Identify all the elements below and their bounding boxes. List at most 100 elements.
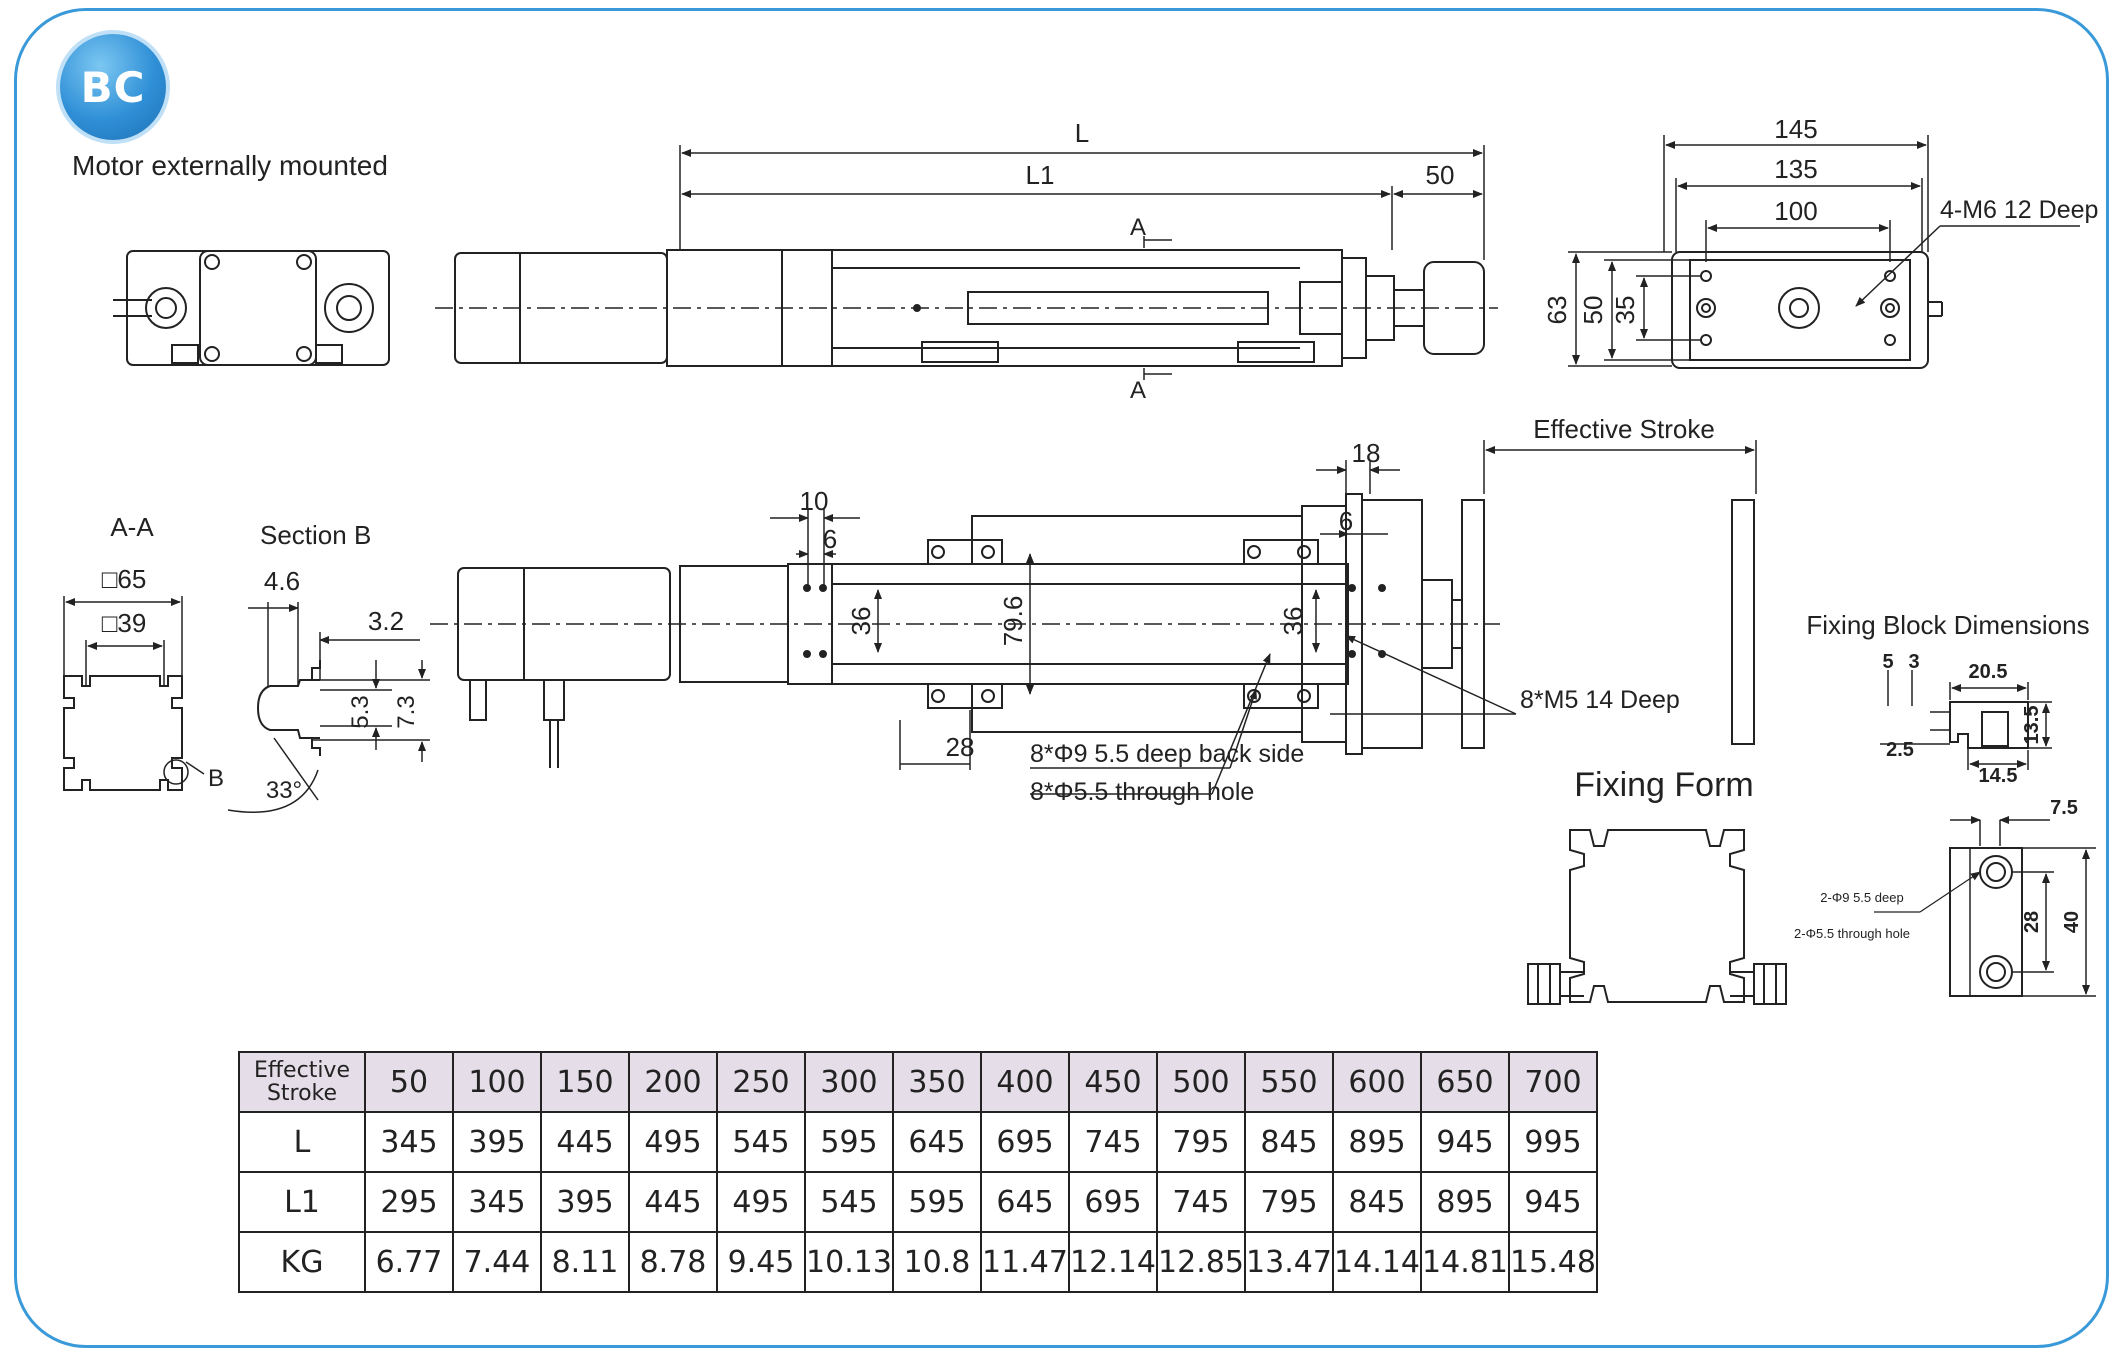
dim-6-left: 6	[823, 524, 837, 554]
table-cell: 8.78	[628, 1231, 718, 1293]
table-cell: 12.14	[1068, 1231, 1158, 1293]
row-label: KG	[238, 1231, 366, 1293]
fb-dim-20-5: 20.5	[1969, 661, 2008, 683]
table-cell: 15.48	[1508, 1231, 1598, 1293]
table-cell: 10.13	[804, 1231, 894, 1293]
dim-7-3: 7.3	[393, 695, 420, 728]
fb-dim-40: 40	[2061, 911, 2083, 933]
section-a-bottom: A	[1130, 377, 1146, 404]
actuator-end-view	[1671, 251, 1943, 369]
table-cell: 345	[364, 1111, 454, 1173]
table-cell: 445	[540, 1111, 630, 1173]
table-cell: 945	[1420, 1111, 1510, 1173]
dim-36-right: 36	[1278, 607, 1308, 636]
col-header: 500	[1156, 1051, 1246, 1113]
dim-sq39: □39	[102, 608, 147, 638]
dim-28: 28	[946, 732, 975, 762]
fb-note-counterbore: 2-Φ9 5.5 deep	[1820, 890, 1903, 905]
table-row: L1 295 345 395 445 495 545 595 645 695 7…	[238, 1171, 1598, 1233]
dim-35: 35	[1610, 296, 1640, 325]
table-cell: 13.47	[1244, 1231, 1334, 1293]
table-cell: 995	[1508, 1111, 1598, 1173]
hole-note-back: 8*Φ9 5.5 deep back side	[1030, 740, 1304, 768]
table-cell: 9.45	[716, 1231, 806, 1293]
effective-stroke-label: Effective Stroke	[1533, 414, 1715, 444]
fb-dim-13-5: 13.5	[2021, 706, 2043, 745]
dim-3-2: 3.2	[368, 606, 404, 636]
section-b-title: Section B	[260, 520, 371, 550]
section-b-detail	[227, 602, 430, 813]
table-cell: 14.81	[1420, 1231, 1510, 1293]
table-cell: 395	[540, 1171, 630, 1233]
dim-50: 50	[1426, 160, 1455, 190]
table-cell: 895	[1420, 1171, 1510, 1233]
dim-145: 145	[1774, 114, 1817, 144]
middle-dimension-lines	[770, 440, 1757, 795]
table-row: KG 6.77 7.44 8.11 8.78 9.45 10.13 10.8 1…	[238, 1231, 1598, 1293]
col-header: 250	[716, 1051, 806, 1113]
dim-135: 135	[1774, 154, 1817, 184]
motor-end-view	[113, 250, 390, 366]
table-cell: 495	[628, 1111, 718, 1173]
table-cell: 795	[1244, 1171, 1334, 1233]
section-a-top: A	[1130, 214, 1146, 241]
table-cell: 295	[364, 1171, 454, 1233]
table-cell: 14.14	[1332, 1231, 1422, 1293]
top-view	[113, 135, 2080, 380]
col-header: 50	[364, 1051, 454, 1113]
badge-label: BC	[80, 62, 146, 112]
table-cell: 595	[804, 1111, 894, 1173]
table-cell: 10.8	[892, 1231, 982, 1293]
table-cell: 645	[980, 1171, 1070, 1233]
fixing-block-drawing	[1874, 670, 2096, 997]
dim-10: 10	[800, 486, 829, 516]
table-row: L 345 395 445 495 545 595 645 695 745 79…	[238, 1111, 1598, 1173]
table-cell: 445	[628, 1171, 718, 1233]
table-cell: 7.44	[452, 1231, 542, 1293]
section-b-marker: B	[208, 765, 224, 792]
dim-36-left: 36	[846, 607, 876, 636]
angle-33: 33°	[266, 777, 302, 804]
thread-note: 4-M6 12 Deep	[1940, 196, 2098, 224]
dim-5-3: 5.3	[347, 695, 374, 728]
row-label: L1	[238, 1171, 366, 1233]
section-aa-title: A-A	[110, 512, 154, 542]
border-frame	[14, 8, 2109, 1348]
dim-L1: L1	[1026, 160, 1055, 190]
col-header: 450	[1068, 1051, 1158, 1113]
dim-6-right: 6	[1339, 506, 1353, 536]
actuator-side-view	[435, 249, 1498, 367]
table-cell: 345	[452, 1171, 542, 1233]
col-header: 600	[1332, 1051, 1422, 1113]
fb-dim-5: 5	[1882, 651, 1893, 673]
hole-note-through: 8*Φ5.5 through hole	[1030, 778, 1254, 806]
fb-dim-3: 3	[1908, 651, 1919, 673]
dim-100: 100	[1774, 196, 1817, 226]
col-header: 550	[1244, 1051, 1334, 1113]
table-cell: 595	[892, 1171, 982, 1233]
table-cell: 395	[452, 1111, 542, 1173]
dim-18: 18	[1352, 438, 1381, 468]
fb-dim-28: 28	[2021, 911, 2043, 933]
dim-sq65: □65	[102, 564, 147, 594]
dim-79-6: 79.6	[998, 596, 1028, 647]
table-cell: 495	[716, 1171, 806, 1233]
dim-63: 63	[1542, 296, 1572, 325]
table-header-row: Effective Stroke 50 100 150 200 250 300 …	[238, 1051, 1598, 1113]
subtitle: Motor externally mounted	[72, 150, 388, 181]
table-cell: 11.47	[980, 1231, 1070, 1293]
model-badge: BC	[60, 34, 166, 140]
fb-note-through: 2-Φ5.5 through hole	[1794, 926, 1910, 941]
spec-table: Effective Stroke 50 100 150 200 250 300 …	[238, 1051, 1598, 1293]
table-cell: 545	[716, 1111, 806, 1173]
actuator-top-view	[430, 493, 1755, 768]
col-header: 700	[1508, 1051, 1598, 1113]
table-cell: 845	[1332, 1171, 1422, 1233]
fb-dim-2-5: 2.5	[1886, 739, 1914, 761]
table-cell: 545	[804, 1171, 894, 1233]
col-header: 300	[804, 1051, 894, 1113]
table-cell: 845	[1244, 1111, 1334, 1173]
fixing-form-drawing	[1527, 829, 1787, 1005]
col-header: 100	[452, 1051, 542, 1113]
fixing-form-title: Fixing Form	[1574, 766, 1753, 804]
